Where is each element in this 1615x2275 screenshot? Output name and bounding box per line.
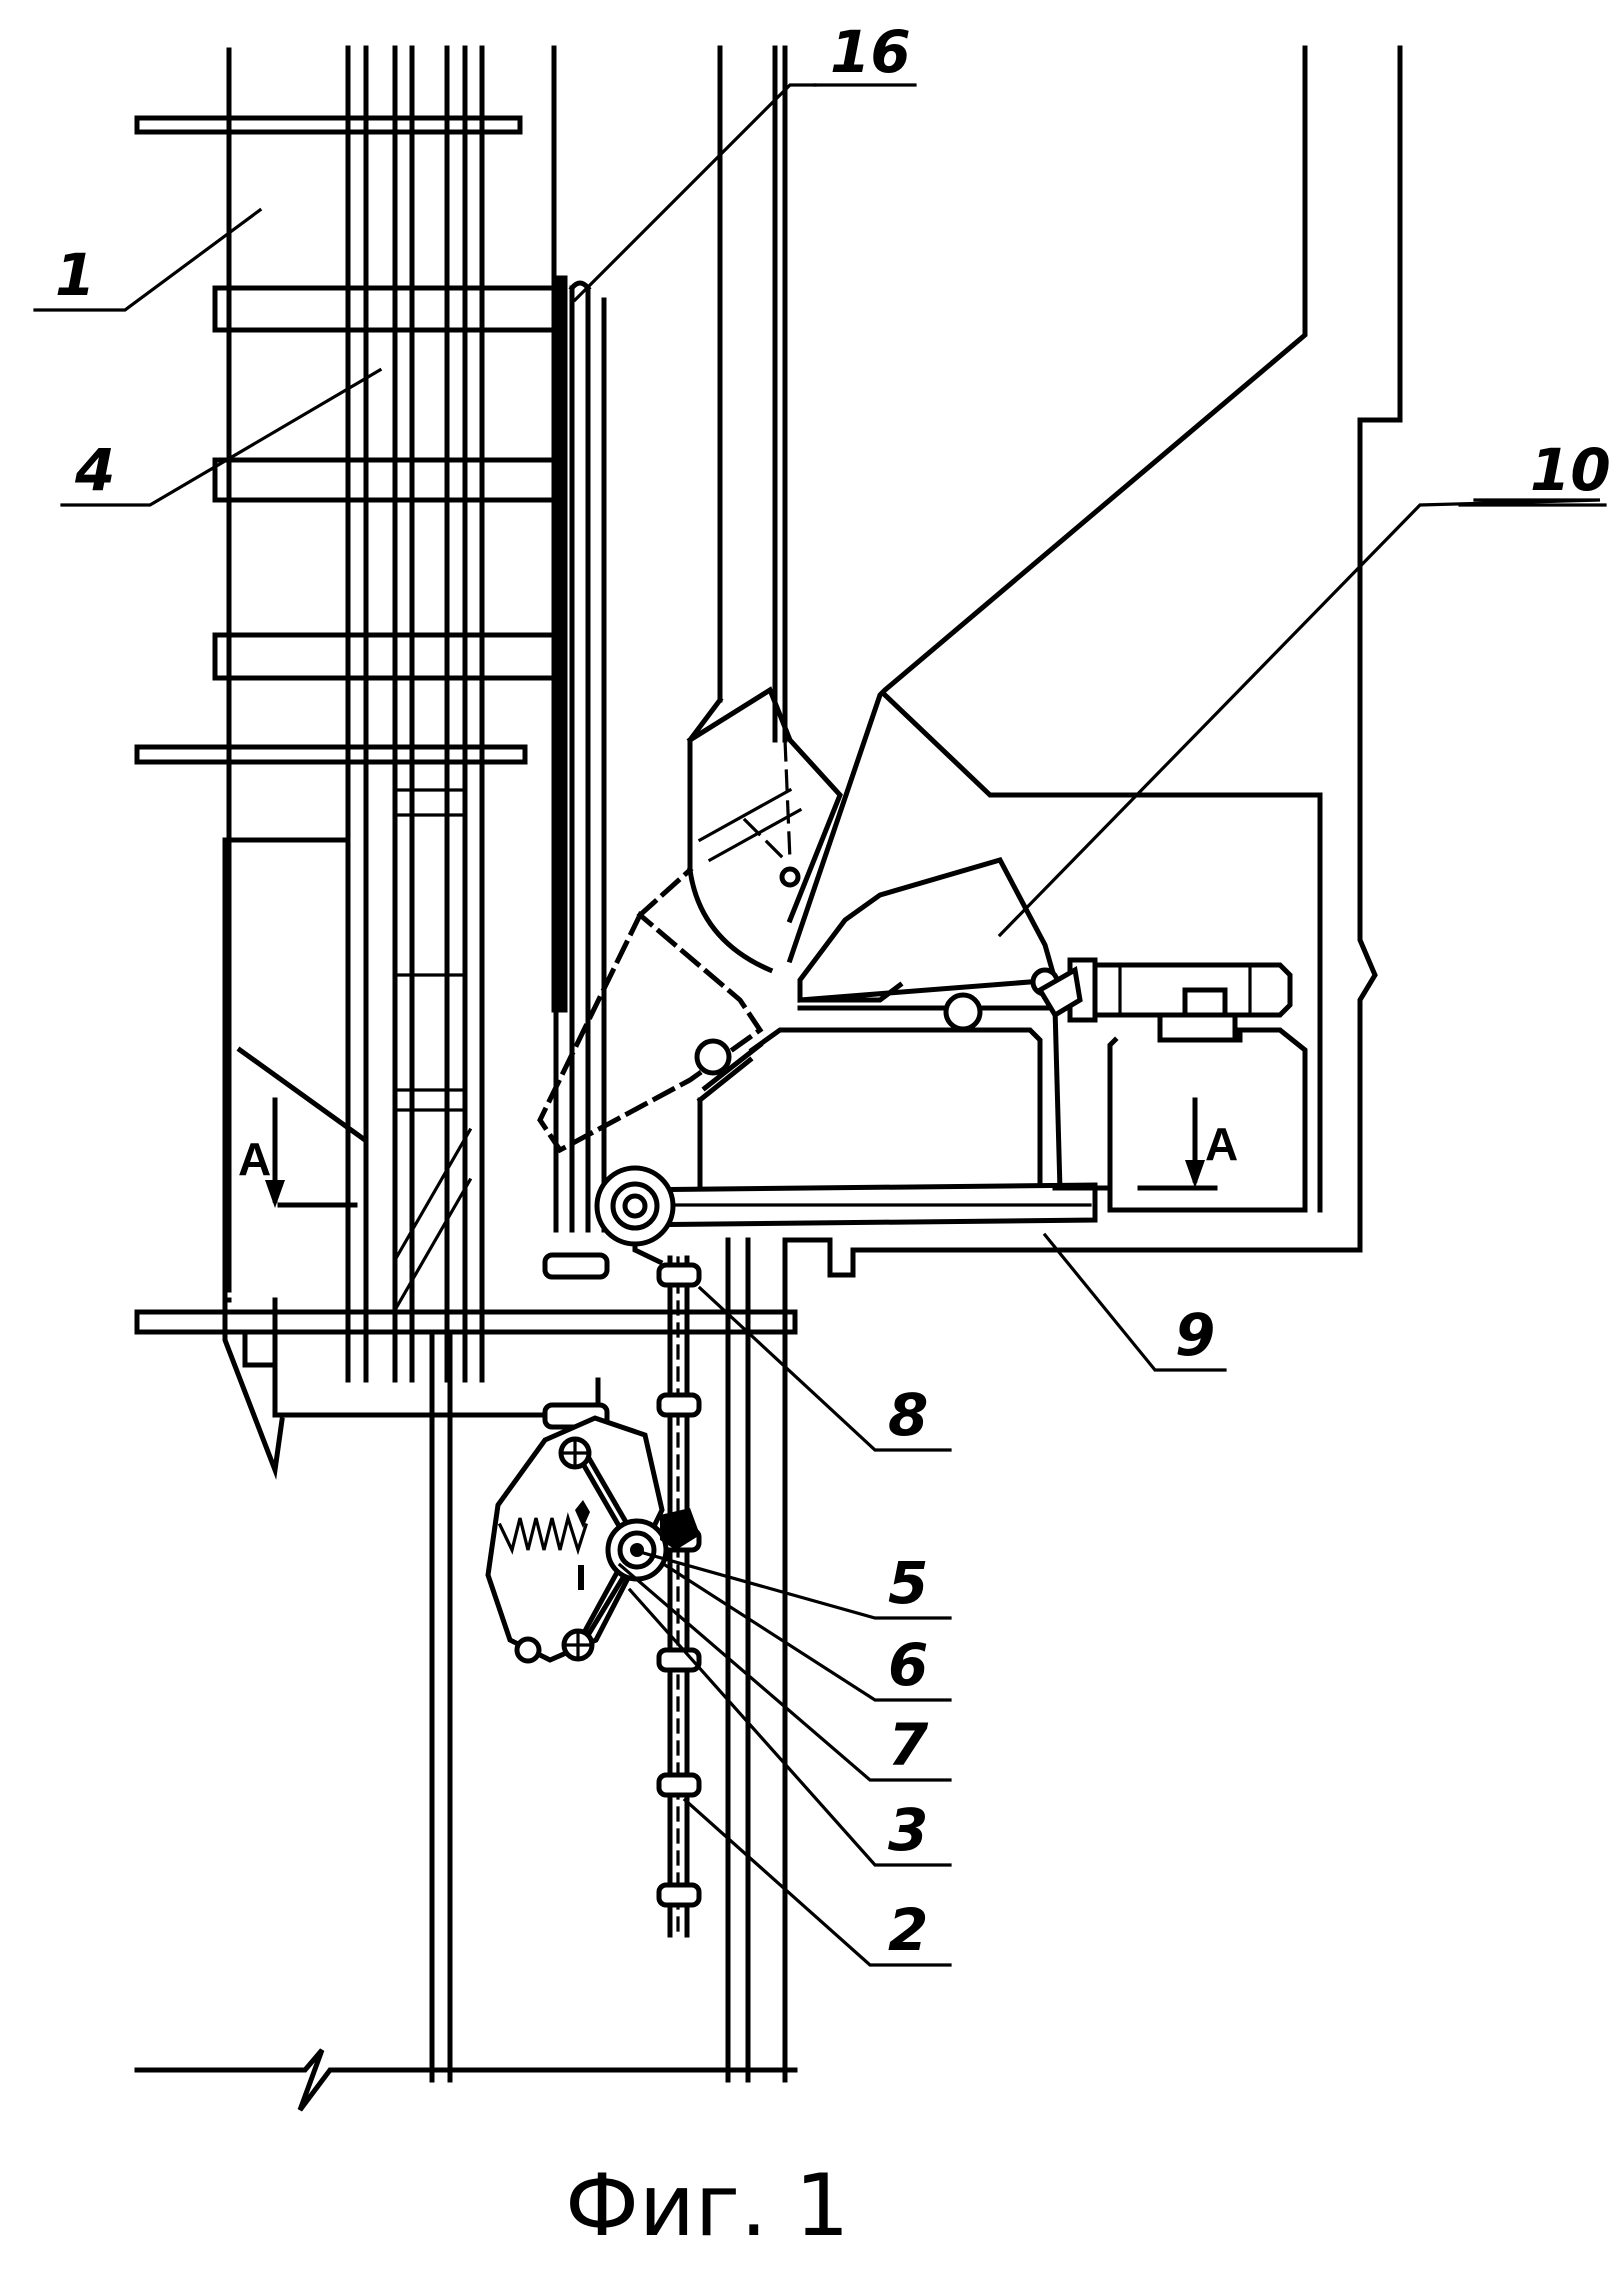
callout-16: 16 — [830, 18, 911, 86]
callout-9: 9 — [1175, 1301, 1215, 1369]
callout-6: 6 — [888, 1631, 928, 1699]
section-marker-right: A — [1205, 1118, 1238, 1170]
callout-5: 5 — [888, 1549, 928, 1617]
callout-8: 8 — [888, 1381, 928, 1449]
figure-caption: Фиг. 1 — [565, 2156, 850, 2256]
callout-4: 4 — [74, 436, 115, 504]
callout-3: 3 — [888, 1796, 928, 1864]
callout-10: 10 — [1530, 436, 1611, 504]
section-marker-left: A — [238, 1133, 271, 1185]
rod-16 — [545, 278, 607, 1427]
chain-rod-2 — [659, 1258, 699, 1935]
mast-structure — [137, 48, 795, 2110]
hopper-assembly — [540, 48, 1400, 1275]
leader-lines — [35, 85, 1605, 1965]
callout-2: 2 — [888, 1896, 928, 1964]
callout-1: 1 — [55, 241, 95, 309]
callout-7: 7 — [888, 1711, 929, 1779]
